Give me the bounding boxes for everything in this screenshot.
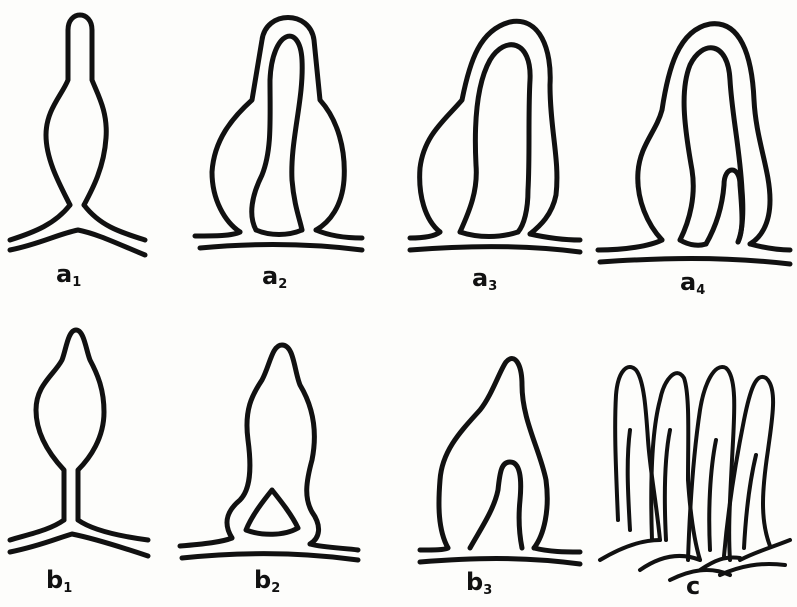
a3-inner-link bbox=[460, 232, 518, 237]
b3-substrate bbox=[420, 548, 580, 564]
b2-outer bbox=[227, 345, 319, 544]
panel-b1-drawing bbox=[10, 330, 148, 556]
label-b2: b2 bbox=[254, 568, 280, 595]
a4-outer bbox=[638, 24, 770, 244]
label-a4: a4 bbox=[680, 270, 705, 297]
b1-body bbox=[36, 330, 104, 520]
a3-outer bbox=[420, 21, 557, 234]
a1-body bbox=[46, 15, 106, 205]
c-tube-2-inner bbox=[665, 430, 670, 540]
panel-a2-drawing bbox=[195, 18, 362, 251]
b3-outer bbox=[439, 359, 547, 548]
c-tube-1-inner bbox=[628, 430, 630, 530]
label-b3: b3 bbox=[466, 570, 492, 597]
b2-inner-lumen bbox=[246, 490, 298, 534]
a2-inner-link bbox=[256, 230, 302, 235]
panel-a4-drawing bbox=[598, 24, 790, 264]
b2-substrate bbox=[180, 538, 358, 560]
label-a3: a3 bbox=[472, 266, 497, 293]
c-tube-4-inner bbox=[744, 455, 756, 548]
panel-a3-drawing bbox=[410, 21, 580, 252]
label-a1: a1 bbox=[56, 262, 81, 289]
a4-inner-arch bbox=[680, 48, 743, 242]
panel-b2-drawing bbox=[180, 345, 358, 560]
a4-inner-link bbox=[680, 240, 706, 245]
b3-inner-tube bbox=[470, 462, 522, 548]
panel-a1-drawing bbox=[10, 15, 145, 255]
label-a2: a2 bbox=[262, 264, 287, 291]
panel-c-drawing bbox=[600, 367, 790, 580]
a4-small-tube bbox=[706, 170, 742, 244]
a1-substrate-upper bbox=[10, 205, 145, 240]
c-tube-3-inner bbox=[709, 440, 716, 550]
panel-b3-drawing bbox=[420, 359, 580, 564]
b1-substrate bbox=[10, 520, 148, 556]
label-b1: b1 bbox=[46, 568, 72, 595]
label-c: c bbox=[686, 574, 700, 601]
